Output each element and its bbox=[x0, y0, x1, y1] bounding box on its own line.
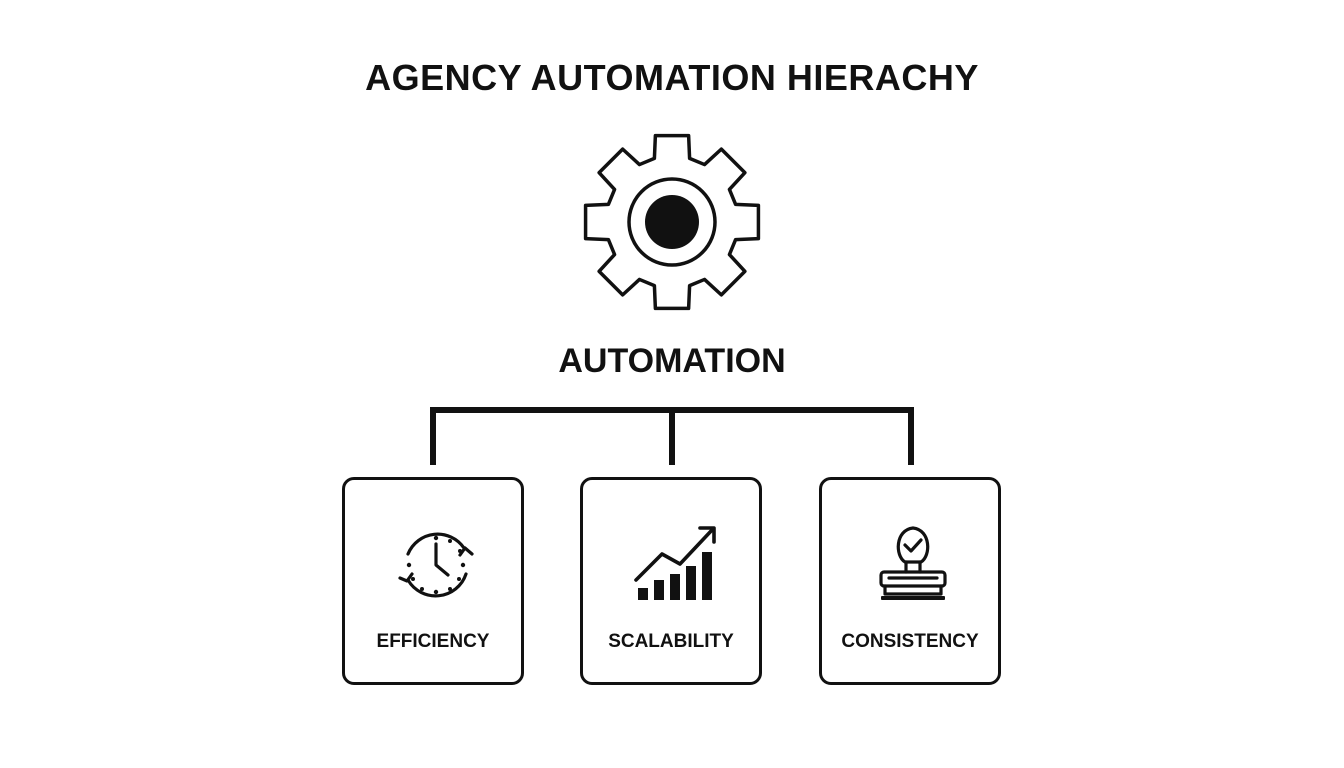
efficiency-card: EFFICIENCY bbox=[342, 477, 524, 685]
growth-chart-icon bbox=[634, 526, 716, 600]
diagram-title: AGENCY AUTOMATION HIERACHY bbox=[365, 57, 979, 98]
approval-stamp-icon bbox=[879, 526, 947, 600]
consistency-label: CONSISTENCY bbox=[841, 631, 979, 652]
gear-icon bbox=[583, 133, 761, 311]
consistency-card: CONSISTENCY bbox=[819, 477, 1001, 685]
efficiency-label: EFFICIENCY bbox=[376, 631, 490, 652]
scalability-card: SCALABILITY bbox=[580, 477, 762, 685]
clock-cycle-icon bbox=[398, 532, 474, 598]
root-node-label: AUTOMATION bbox=[558, 342, 786, 380]
scalability-label: SCALABILITY bbox=[608, 631, 734, 652]
